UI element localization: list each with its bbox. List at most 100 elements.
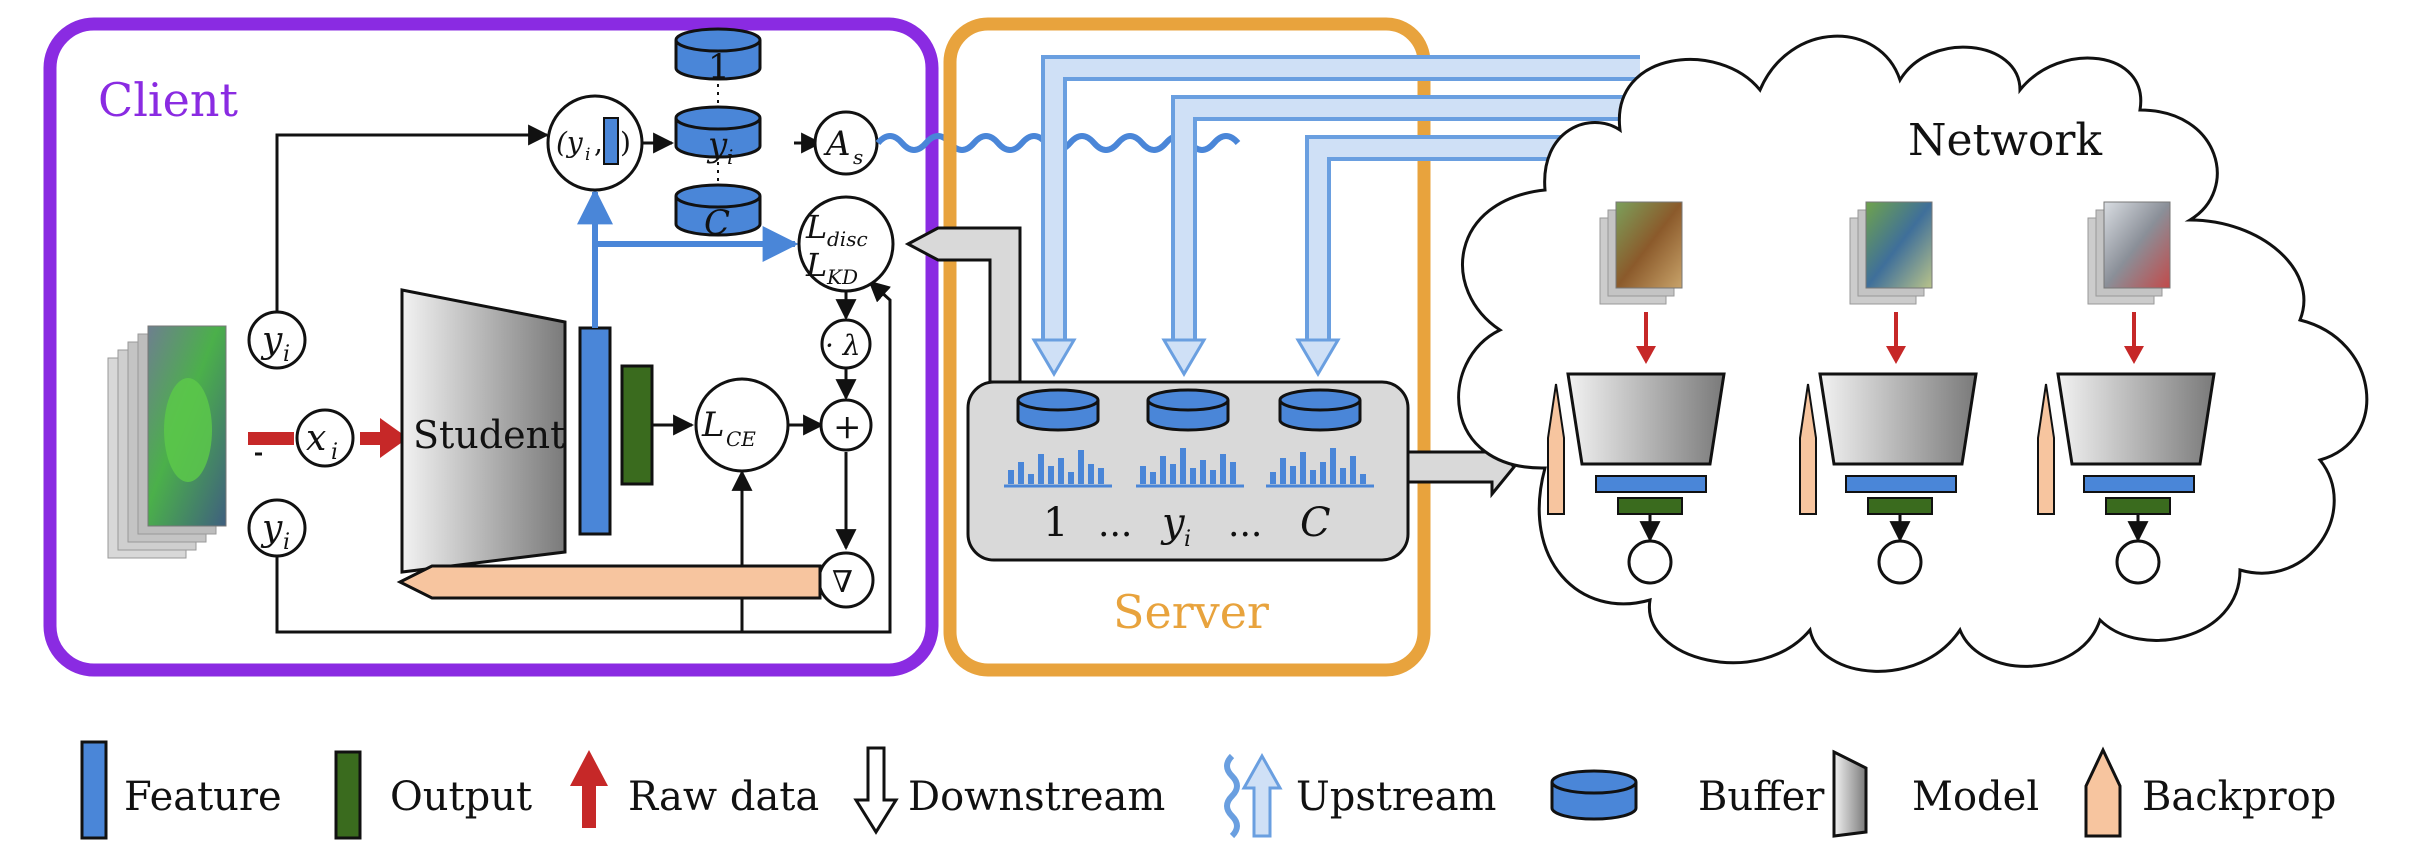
- histogram-bar: [1018, 462, 1024, 484]
- label-yi-bottom: y i: [247, 498, 307, 558]
- histogram-bar: [1310, 470, 1316, 484]
- histogram-bar: [1220, 454, 1226, 484]
- label-yi-top: y i: [247, 310, 307, 370]
- server-histograms: [1004, 448, 1374, 488]
- sum-node: +: [819, 398, 873, 452]
- loss-disc-kd-node: L disc L KD: [797, 195, 895, 293]
- client-frame: [43, 17, 939, 677]
- svg-text:disc: disc: [827, 227, 868, 251]
- client-buffer-1: 1: [674, 27, 762, 87]
- histogram-bar: [1320, 462, 1326, 484]
- client-title: Client: [98, 73, 238, 127]
- svg-text:Student: Student: [413, 413, 565, 457]
- svg-text:A: A: [823, 124, 851, 164]
- yi-to-pair-wire: [275, 124, 550, 312]
- svg-text:· λ: · λ: [825, 329, 861, 362]
- histogram-bar: [1048, 466, 1054, 484]
- svg-text:i: i: [585, 145, 590, 165]
- svg-text:i: i: [1184, 527, 1191, 552]
- histogram-bar: [1340, 468, 1346, 484]
- svg-text:Model: Model: [1912, 774, 2039, 820]
- svg-text:L: L: [805, 246, 827, 284]
- svg-text:C: C: [704, 203, 730, 243]
- svg-text:KD: KD: [826, 265, 858, 289]
- svg-text:Backprop: Backprop: [2142, 774, 2336, 820]
- legend-buffer: Buffer: [1550, 769, 1825, 821]
- legend-raw-data: Raw data: [570, 750, 819, 828]
- svg-text:L: L: [805, 208, 827, 246]
- histogram-bar: [1300, 452, 1306, 484]
- histogram-bar: [1078, 450, 1084, 484]
- legend-output: Output: [334, 750, 532, 840]
- student-backprop-arrow: [396, 564, 822, 600]
- svg-text:Feature: Feature: [124, 774, 282, 820]
- upstream-arrows: [1031, 55, 1640, 377]
- server-label-yi: y i: [1160, 500, 1191, 552]
- legend: Feature Output Raw data Downstream Upstr…: [80, 740, 2336, 840]
- student-feature: [578, 326, 612, 536]
- svg-text:): ): [620, 126, 631, 159]
- histogram-bar: [1160, 456, 1166, 484]
- svg-text:x: x: [306, 418, 326, 459]
- legend-feature: Feature: [80, 740, 282, 840]
- svg-text:i: i: [331, 440, 338, 465]
- client-buffer-C: C: [674, 183, 762, 243]
- legend-downstream: Downstream: [853, 746, 1165, 835]
- histogram-bar: [1230, 462, 1236, 484]
- histogram-bar: [1360, 474, 1366, 484]
- histogram-bar: [1028, 474, 1034, 484]
- histogram-bar: [1088, 464, 1094, 484]
- svg-text:y: y: [706, 125, 728, 165]
- histogram-bar: [1280, 458, 1286, 484]
- legend-model: Model: [1832, 749, 2039, 838]
- input-xi: x i: [295, 408, 355, 468]
- svg-text:Upstream: Upstream: [1296, 774, 1497, 820]
- svg-text:Buffer: Buffer: [1698, 774, 1825, 820]
- student-output: [620, 364, 654, 486]
- server-frame: [943, 17, 1431, 677]
- histogram-bar: [1038, 454, 1044, 484]
- histogram-bar: [1350, 456, 1356, 484]
- svg-text:y: y: [1160, 500, 1186, 546]
- histogram-bar: [1170, 464, 1176, 484]
- histogram-bar: [1330, 448, 1336, 484]
- histogram-bar: [1270, 472, 1276, 484]
- histogram-bar: [1008, 470, 1014, 484]
- svg-text:Raw data: Raw data: [628, 774, 819, 820]
- svg-text:i: i: [727, 145, 733, 169]
- legend-upstream: Upstream: [1224, 752, 1497, 839]
- svg-text:(y: (y: [556, 126, 584, 159]
- svg-text:+: +: [833, 407, 862, 447]
- svg-text:s: s: [853, 145, 863, 169]
- client-buffer-yi: y i: [674, 105, 762, 169]
- lambda-node: · λ: [820, 318, 872, 370]
- server-buffer-C: [1278, 388, 1362, 432]
- pair-node: (y i , ): [546, 94, 644, 192]
- loss-ce-node: L CE: [694, 377, 790, 473]
- svg-text:CE: CE: [726, 427, 756, 451]
- network-title: Network: [1908, 115, 2102, 166]
- server-title: Server: [1113, 585, 1269, 639]
- raw-data-arrow: [248, 418, 408, 458]
- histogram-bar: [1190, 468, 1196, 484]
- server-label-1: 1: [1043, 500, 1068, 546]
- svg-text:Output: Output: [390, 774, 532, 820]
- histogram-bar: [1068, 472, 1074, 484]
- svg-text:i: i: [283, 530, 290, 555]
- yi-loop-wire: [275, 280, 892, 634]
- svg-text:L: L: [701, 405, 725, 445]
- gradient-node: ∇: [817, 551, 875, 609]
- svg-text:Downstream: Downstream: [908, 774, 1165, 820]
- legend-backprop: Backprop: [2084, 746, 2336, 838]
- server-buffer-1: [1016, 388, 1100, 432]
- histogram-bar: [1210, 470, 1216, 484]
- peer-3: [2037, 201, 2216, 585]
- aggregate-As-node: A s: [813, 110, 879, 176]
- histogram-bar: [1290, 466, 1296, 484]
- svg-text:,: ,: [594, 126, 603, 159]
- svg-text:y: y: [260, 508, 283, 549]
- histogram-bar: [1200, 460, 1206, 484]
- svg-text:∇: ∇: [832, 565, 853, 600]
- histogram-bar: [1180, 448, 1186, 484]
